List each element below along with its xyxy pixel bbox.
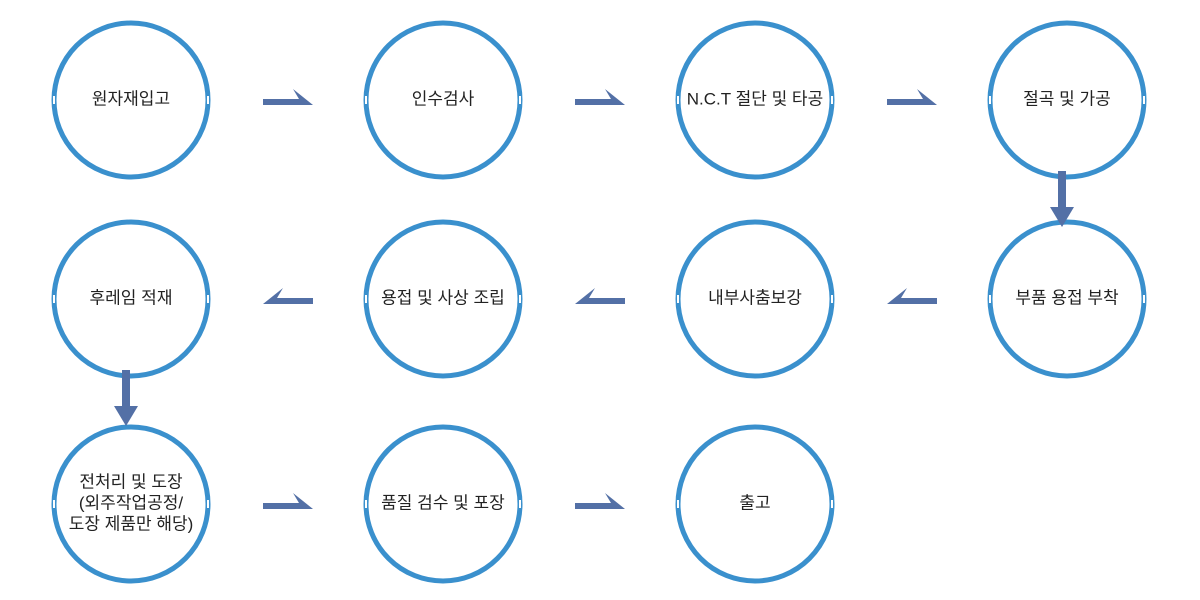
process-step: 원자재입고	[51, 20, 211, 180]
arrow-shape	[263, 288, 313, 304]
step-label: 부품 용접 부착	[1015, 288, 1119, 307]
arrow-shape	[263, 89, 313, 105]
process-step: 인수검사	[363, 20, 523, 180]
flow-arrow-right	[887, 89, 937, 105]
flow-arrow-right	[263, 493, 313, 509]
flow-arrow-down	[1050, 171, 1074, 227]
flow-arrow-left	[887, 288, 937, 304]
step-label: (외주작업공정/	[79, 493, 184, 512]
step-label: N.C.T 절단 및 타공	[687, 89, 823, 108]
step-label: 도장 제품만 해당)	[69, 514, 194, 533]
process-step: 내부사춤보강	[675, 219, 835, 379]
arrow-shape	[263, 493, 313, 509]
flow-arrow-left	[263, 288, 313, 304]
step-label: 내부사춤보강	[708, 288, 802, 307]
process-step: N.C.T 절단 및 타공	[675, 20, 835, 180]
process-step: 용접 및 사상 조립	[363, 219, 523, 379]
step-label: 전처리 및 도장	[79, 472, 183, 491]
arrow-head	[114, 406, 138, 426]
flow-arrow-left	[575, 288, 625, 304]
arrow-shape	[575, 493, 625, 509]
step-label: 용접 및 사상 조립	[381, 288, 505, 307]
step-label: 인수검사	[412, 89, 475, 108]
arrow-shaft	[122, 370, 130, 408]
arrow-shape	[887, 89, 937, 105]
process-step: 품질 검수 및 포장	[363, 424, 523, 584]
arrow-shape	[575, 89, 625, 105]
flow-arrow-right	[575, 89, 625, 105]
process-step: 후레임 적재	[51, 219, 211, 379]
process-step: 출고	[675, 424, 835, 584]
arrow-shape	[575, 288, 625, 304]
flow-arrow-right	[575, 493, 625, 509]
flow-arrow-right	[263, 89, 313, 105]
arrow-shaft	[1058, 171, 1066, 209]
step-label: 출고	[739, 493, 770, 512]
process-step: 부품 용접 부착	[987, 219, 1147, 379]
flow-arrow-down	[114, 370, 138, 426]
arrow-head	[1050, 207, 1074, 227]
step-label: 후레임 적재	[90, 288, 173, 307]
process-step: 절곡 및 가공	[987, 20, 1147, 180]
arrow-shape	[887, 288, 937, 304]
process-step: 전처리 및 도장 (외주작업공정/도장 제품만 해당)	[51, 424, 211, 584]
step-label: 원자재입고	[92, 89, 170, 108]
step-label: 품질 검수 및 포장	[381, 493, 505, 512]
step-label: 절곡 및 가공	[1023, 89, 1111, 108]
